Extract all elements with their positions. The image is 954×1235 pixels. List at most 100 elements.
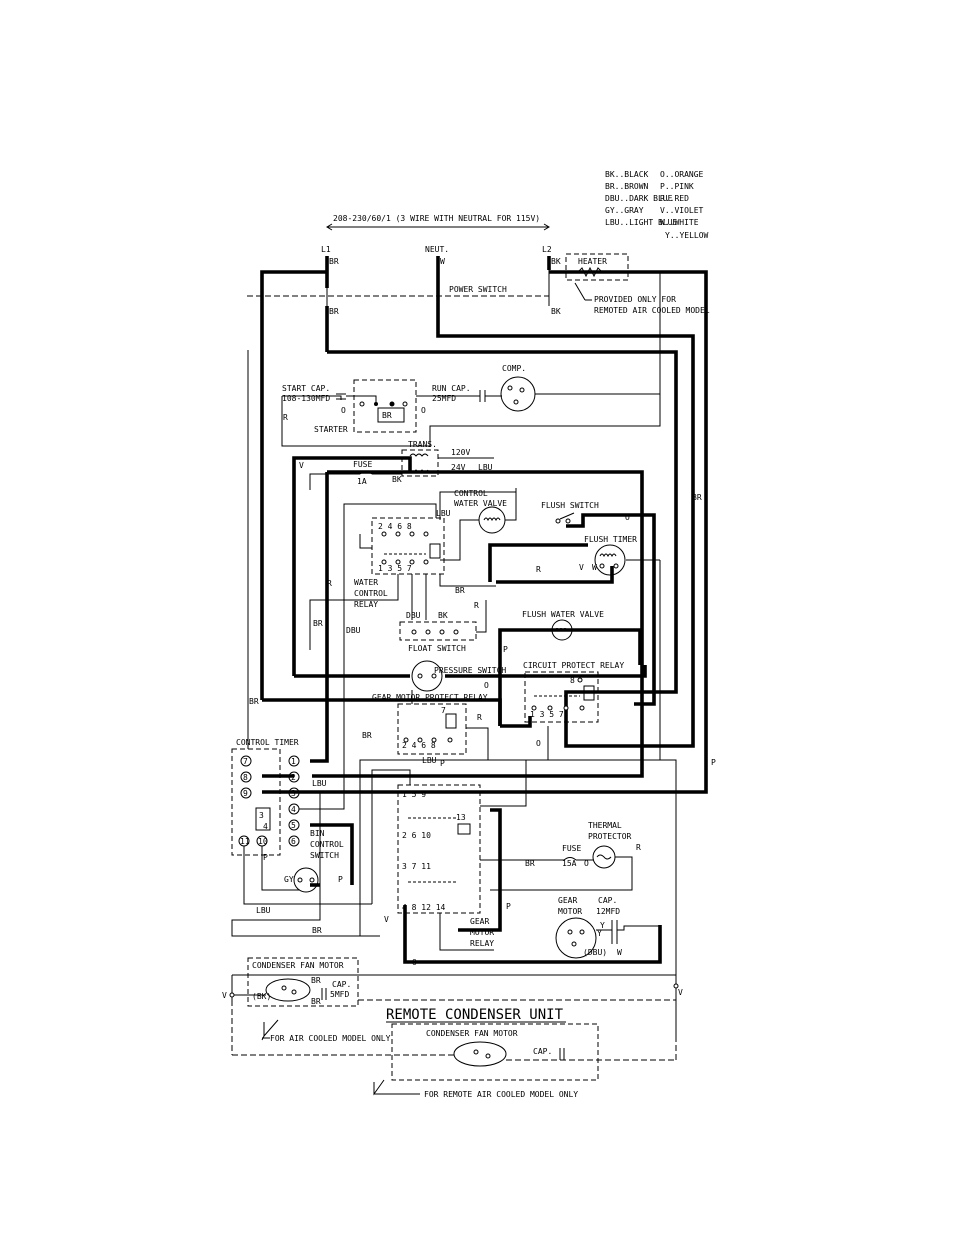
- legend-dark-blue: DBU..DARK BLUE: [605, 194, 673, 203]
- wcr-label-1: WATER: [354, 578, 378, 587]
- ct-term-7: 7: [243, 757, 248, 766]
- cpr-terminal-8: 8: [570, 676, 575, 685]
- wire-label-r: R: [474, 601, 479, 610]
- gear-motor-dbu-label: (DBU): [583, 948, 607, 957]
- control-water-valve: CONTROL WATER VALVE LBU: [436, 488, 517, 561]
- wire-label-br: BR: [329, 307, 339, 316]
- gmr-terminals-row1: 1 5 9: [402, 790, 426, 799]
- main-wiring-thick: [260, 270, 708, 964]
- gmpr-label: GEAR MOTOR PROTECT RELAY: [372, 693, 488, 702]
- condenser-fan-motor: CONDENSER FAN MOTOR (BK) BR BR CAP. 5MFD…: [222, 957, 391, 1055]
- run-cap-label: RUN CAP.: [432, 384, 471, 393]
- transformer: TRANS. 120V 24V LBU V: [299, 440, 494, 477]
- l1-label: L1: [321, 245, 331, 254]
- wire-label-p: P: [711, 758, 716, 767]
- legend-pink: P..PINK: [660, 182, 694, 191]
- wire-label-lbu: LBU: [312, 779, 327, 788]
- flush-timer-label: FLUSH TIMER: [584, 535, 637, 544]
- legend-light-blue: LBU..LIGHT BLUE: [605, 218, 677, 227]
- float-switch-label: FLOAT SWITCH: [408, 644, 466, 653]
- control-water-valve-label-2: WATER VALVE: [454, 499, 507, 508]
- wire-label-y: Y: [600, 921, 605, 930]
- wire-label-v: V: [678, 988, 683, 997]
- wire-label-br: BR: [329, 257, 339, 266]
- fan-cap-label-2: 5MFD: [330, 990, 349, 999]
- gmr-terminals-row3: 3 7 11: [402, 862, 431, 871]
- gear-motor-label-1: GEAR: [558, 896, 577, 905]
- control-timer-label: CONTROL TIMER: [236, 738, 299, 747]
- thermal-protector: THERMAL PROTECTOR R: [490, 821, 641, 891]
- wire-label-v: V: [384, 915, 389, 924]
- ct-term-5: 5: [291, 821, 296, 830]
- wcr-terminals-top: 2 4 6 8: [378, 522, 412, 531]
- wire-label-bk: BK: [551, 257, 561, 266]
- comp-label: COMP.: [502, 364, 526, 373]
- wire-label-dbu: DBU: [406, 611, 421, 620]
- thermal-protector-label-2: PROTECTOR: [588, 832, 632, 841]
- condenser-fan-motor-label: CONDENSER FAN MOTOR: [252, 961, 344, 970]
- wire-label-bk: BK: [392, 475, 402, 484]
- legend-brown: BR..BROWN: [605, 182, 649, 191]
- wire-label-br: BR: [362, 731, 372, 740]
- wire-label-y: Y: [597, 929, 602, 938]
- wire-label-w: W: [617, 948, 622, 957]
- bin-control-switch: BIN CONTROL SWITCH GY P: [284, 829, 344, 893]
- wire-label-r: R: [477, 713, 482, 722]
- gear-motor-relay: 1 5 9 2 6 10 3 7 11 4 8 12 14 13 GEAR MO…: [359, 726, 716, 1040]
- ct-term-3: 3: [291, 789, 296, 798]
- gmr-terminal-13: 13: [456, 813, 466, 822]
- gear-cap-label-2: 12MFD: [596, 907, 620, 916]
- remote-note: FOR REMOTE AIR COOLED MODEL ONLY: [424, 1090, 578, 1099]
- thermal-protector-label-1: THERMAL: [588, 821, 622, 830]
- wire-label-p: P: [503, 645, 508, 654]
- control-water-valve-label-1: CONTROL: [454, 489, 488, 498]
- gear-motor: GEAR MOTOR CAP. 12MFD Y Y (DBU) W: [555, 896, 660, 959]
- legend-white: W..WHITE: [660, 218, 699, 227]
- wire-label-o: O: [412, 958, 417, 967]
- pressure-switch-label: PRESSURE SWITCH: [434, 666, 506, 675]
- l2-label: L2: [542, 245, 552, 254]
- ct-term-4: 4: [291, 805, 296, 814]
- wcr-terminals-bottom: 1 3 5 7: [378, 564, 412, 573]
- wire-label-w: W: [440, 257, 445, 266]
- flush-water-valve-label: FLUSH WATER VALVE: [522, 610, 604, 619]
- wcr-label-2: CONTROL: [354, 589, 388, 598]
- power-switch-label: POWER SWITCH: [449, 285, 507, 294]
- wire-label-br: BR: [311, 997, 321, 1006]
- trans-label: TRANS.: [408, 440, 437, 449]
- heater-note-1: PROVIDED ONLY FOR: [594, 295, 676, 304]
- legend-gray: GY..GRAY: [605, 206, 644, 215]
- flush-switch-label: FLUSH SWITCH: [541, 501, 599, 510]
- heater: HEATER PROVIDED ONLY FOR REMOTED AIR COO…: [549, 253, 710, 315]
- wire-label-p: P: [338, 875, 343, 884]
- ct-term-10: 10: [258, 837, 268, 846]
- remote-fan-motor-label: CONDENSER FAN MOTOR: [426, 1029, 518, 1038]
- wire-label-br: BR: [311, 976, 321, 985]
- ct-term-8: 8: [243, 773, 248, 782]
- wire-label-gy: GY: [284, 875, 294, 884]
- control-timer: CONTROL TIMER BR 7 8 9 3 4 11 10 1 2 3 4…: [231, 350, 380, 937]
- trans-24v: 24V: [451, 463, 466, 472]
- color-legend: BK..BLACK BR..BROWN DBU..DARK BLUE GY..G…: [605, 170, 709, 240]
- wire-label-r: R: [536, 565, 541, 574]
- wire-label-p: P: [506, 902, 511, 911]
- wire-label-v: V: [579, 563, 584, 572]
- water-control-relay: 2 4 6 8 1 3 5 7 WATER CONTROL RELAY BR: [309, 503, 496, 690]
- gmpr-terminals: 2 4 6 8: [402, 741, 436, 750]
- fuse-1a-value: 1A: [357, 477, 367, 486]
- wire-label-o: O: [625, 513, 630, 522]
- wire-label-br: BR: [692, 493, 702, 502]
- power-supply: 208-230/60/1 (3 WIRE WITH NEUTRAL FOR 11…: [321, 214, 561, 316]
- ct-relay-4: 4: [263, 822, 268, 831]
- starter-terminal-label: BR: [382, 411, 392, 420]
- run-cap-value: 25MFD: [432, 394, 456, 403]
- gmr-label-3: RELAY: [470, 939, 494, 948]
- trans-120v: 120V: [451, 448, 470, 457]
- legend-red: R..RED: [660, 194, 689, 203]
- wire-label-r: R: [636, 843, 641, 852]
- gmr-label-1: GEAR: [470, 917, 489, 926]
- flush-water-valve: FLUSH WATER VALVE P: [503, 610, 604, 654]
- wire-label-lbu: LBU: [478, 463, 493, 472]
- start-cap-value: 108-130MFD: [282, 394, 330, 403]
- ct-term-2: 2: [291, 773, 296, 782]
